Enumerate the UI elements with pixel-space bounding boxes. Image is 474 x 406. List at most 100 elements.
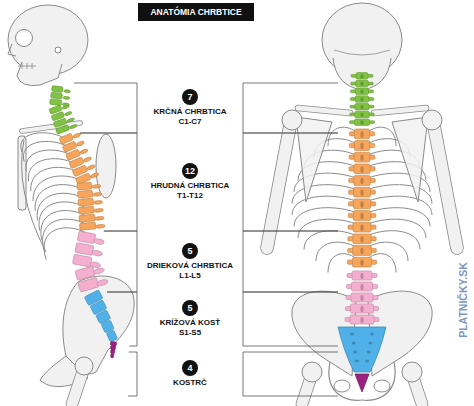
vertebral-body	[79, 214, 95, 222]
spinous-process	[360, 189, 363, 196]
spinous-process	[91, 250, 102, 257]
sacral-foramen	[350, 332, 354, 335]
spinous-process	[76, 140, 85, 146]
vertebra-range: S1-S5	[179, 328, 201, 338]
rib	[37, 193, 83, 220]
vertebra-count: 5	[187, 303, 192, 314]
spinous-process	[96, 279, 108, 287]
spinous-process	[64, 89, 71, 93]
vertebra-range: T1-T12	[177, 191, 203, 201]
clavicle	[22, 123, 80, 131]
bracket-line	[243, 133, 338, 231]
bracket-line	[74, 83, 137, 133]
vertebra	[62, 138, 85, 153]
spinous-process	[360, 154, 363, 161]
vertebra	[78, 205, 103, 214]
spinous-process	[360, 201, 363, 208]
vertebral-body	[78, 198, 94, 206]
spinous-process	[360, 74, 363, 78]
vertebra	[110, 350, 114, 354]
vertebra	[106, 330, 117, 342]
vertebral-body	[353, 257, 372, 267]
vertebral-body	[354, 187, 371, 197]
spinous-process	[94, 208, 104, 212]
vertebral-body	[78, 277, 99, 292]
rib	[31, 167, 79, 191]
vertebral-body	[354, 141, 369, 151]
vertebral-body	[355, 111, 370, 117]
sacral-foramen	[355, 359, 359, 362]
spinous-process	[95, 224, 105, 228]
region-name: KOSTRČ	[173, 378, 207, 388]
vertebral-body	[56, 125, 70, 135]
vertebra	[347, 271, 377, 280]
region-band: 5DRIEKOVÁ CHRBTICAL1-L5	[139, 233, 241, 290]
spinous-process	[73, 132, 82, 138]
vertebral-body	[72, 254, 91, 267]
vertebral-body	[350, 315, 374, 324]
vertebral-body	[356, 88, 369, 94]
spinous-process	[360, 120, 363, 124]
rib	[292, 196, 356, 215]
spinous-process	[360, 143, 363, 150]
clavicle-outline	[298, 108, 350, 113]
vertebral-body	[111, 354, 114, 358]
rib	[368, 219, 426, 238]
vertebra	[348, 199, 375, 209]
spinous-process	[360, 113, 363, 117]
spinous-process	[360, 306, 363, 312]
vertebral-body	[106, 330, 117, 342]
spinous-process	[360, 224, 363, 231]
humerus-outline	[267, 126, 290, 248]
region-band: 4KOSTRČ	[139, 354, 241, 394]
spinous-process	[94, 238, 105, 245]
side-view-skeleton	[8, 5, 134, 404]
vertebra-range: C1-C7	[178, 117, 201, 127]
vertebral-body	[110, 346, 115, 351]
vertebral-body	[353, 246, 372, 256]
vertebral-body	[77, 190, 92, 198]
spinous-process	[360, 97, 363, 101]
scapula	[296, 117, 332, 202]
spinous-process	[360, 236, 363, 243]
rib	[298, 219, 356, 238]
vertebra	[78, 275, 109, 292]
watermark: PLATNIČKY.SK	[457, 260, 469, 340]
rib	[28, 159, 75, 182]
bracket-line	[128, 352, 137, 396]
humerus-fill	[267, 126, 290, 248]
spinous-process	[93, 267, 105, 275]
spinous-process	[93, 192, 102, 196]
vertebra	[77, 182, 101, 191]
spinous-process	[360, 284, 363, 290]
obturator-foramen	[334, 380, 350, 392]
diagram-title: ANATÓMIA CHRBTICE	[138, 3, 253, 21]
left-side	[267, 108, 362, 404]
vertebra-count: 12	[185, 166, 195, 177]
vertebra	[351, 73, 373, 79]
sacral-foramen	[352, 341, 356, 344]
bracket-line	[80, 133, 137, 231]
vertebra	[350, 111, 375, 117]
mandible	[333, 58, 391, 90]
vertebra	[110, 346, 115, 351]
obturator-foramen	[374, 380, 390, 392]
teeth	[18, 63, 36, 69]
vertebra-count: 4	[187, 363, 192, 374]
back-view-skeleton	[267, 3, 457, 404]
ilium	[63, 276, 134, 374]
vertebral-body	[51, 92, 63, 99]
spinous-process	[95, 216, 105, 220]
vertebra-count: 5	[187, 246, 192, 257]
rib	[368, 208, 430, 227]
clavicle-fill	[298, 108, 350, 113]
spinous-process	[86, 164, 95, 171]
clavicle-fill	[22, 123, 80, 131]
rib	[39, 202, 84, 231]
vertebral-body	[354, 164, 370, 174]
vertebra	[348, 246, 377, 256]
orbit	[16, 30, 33, 47]
vertebral-body	[351, 304, 374, 313]
